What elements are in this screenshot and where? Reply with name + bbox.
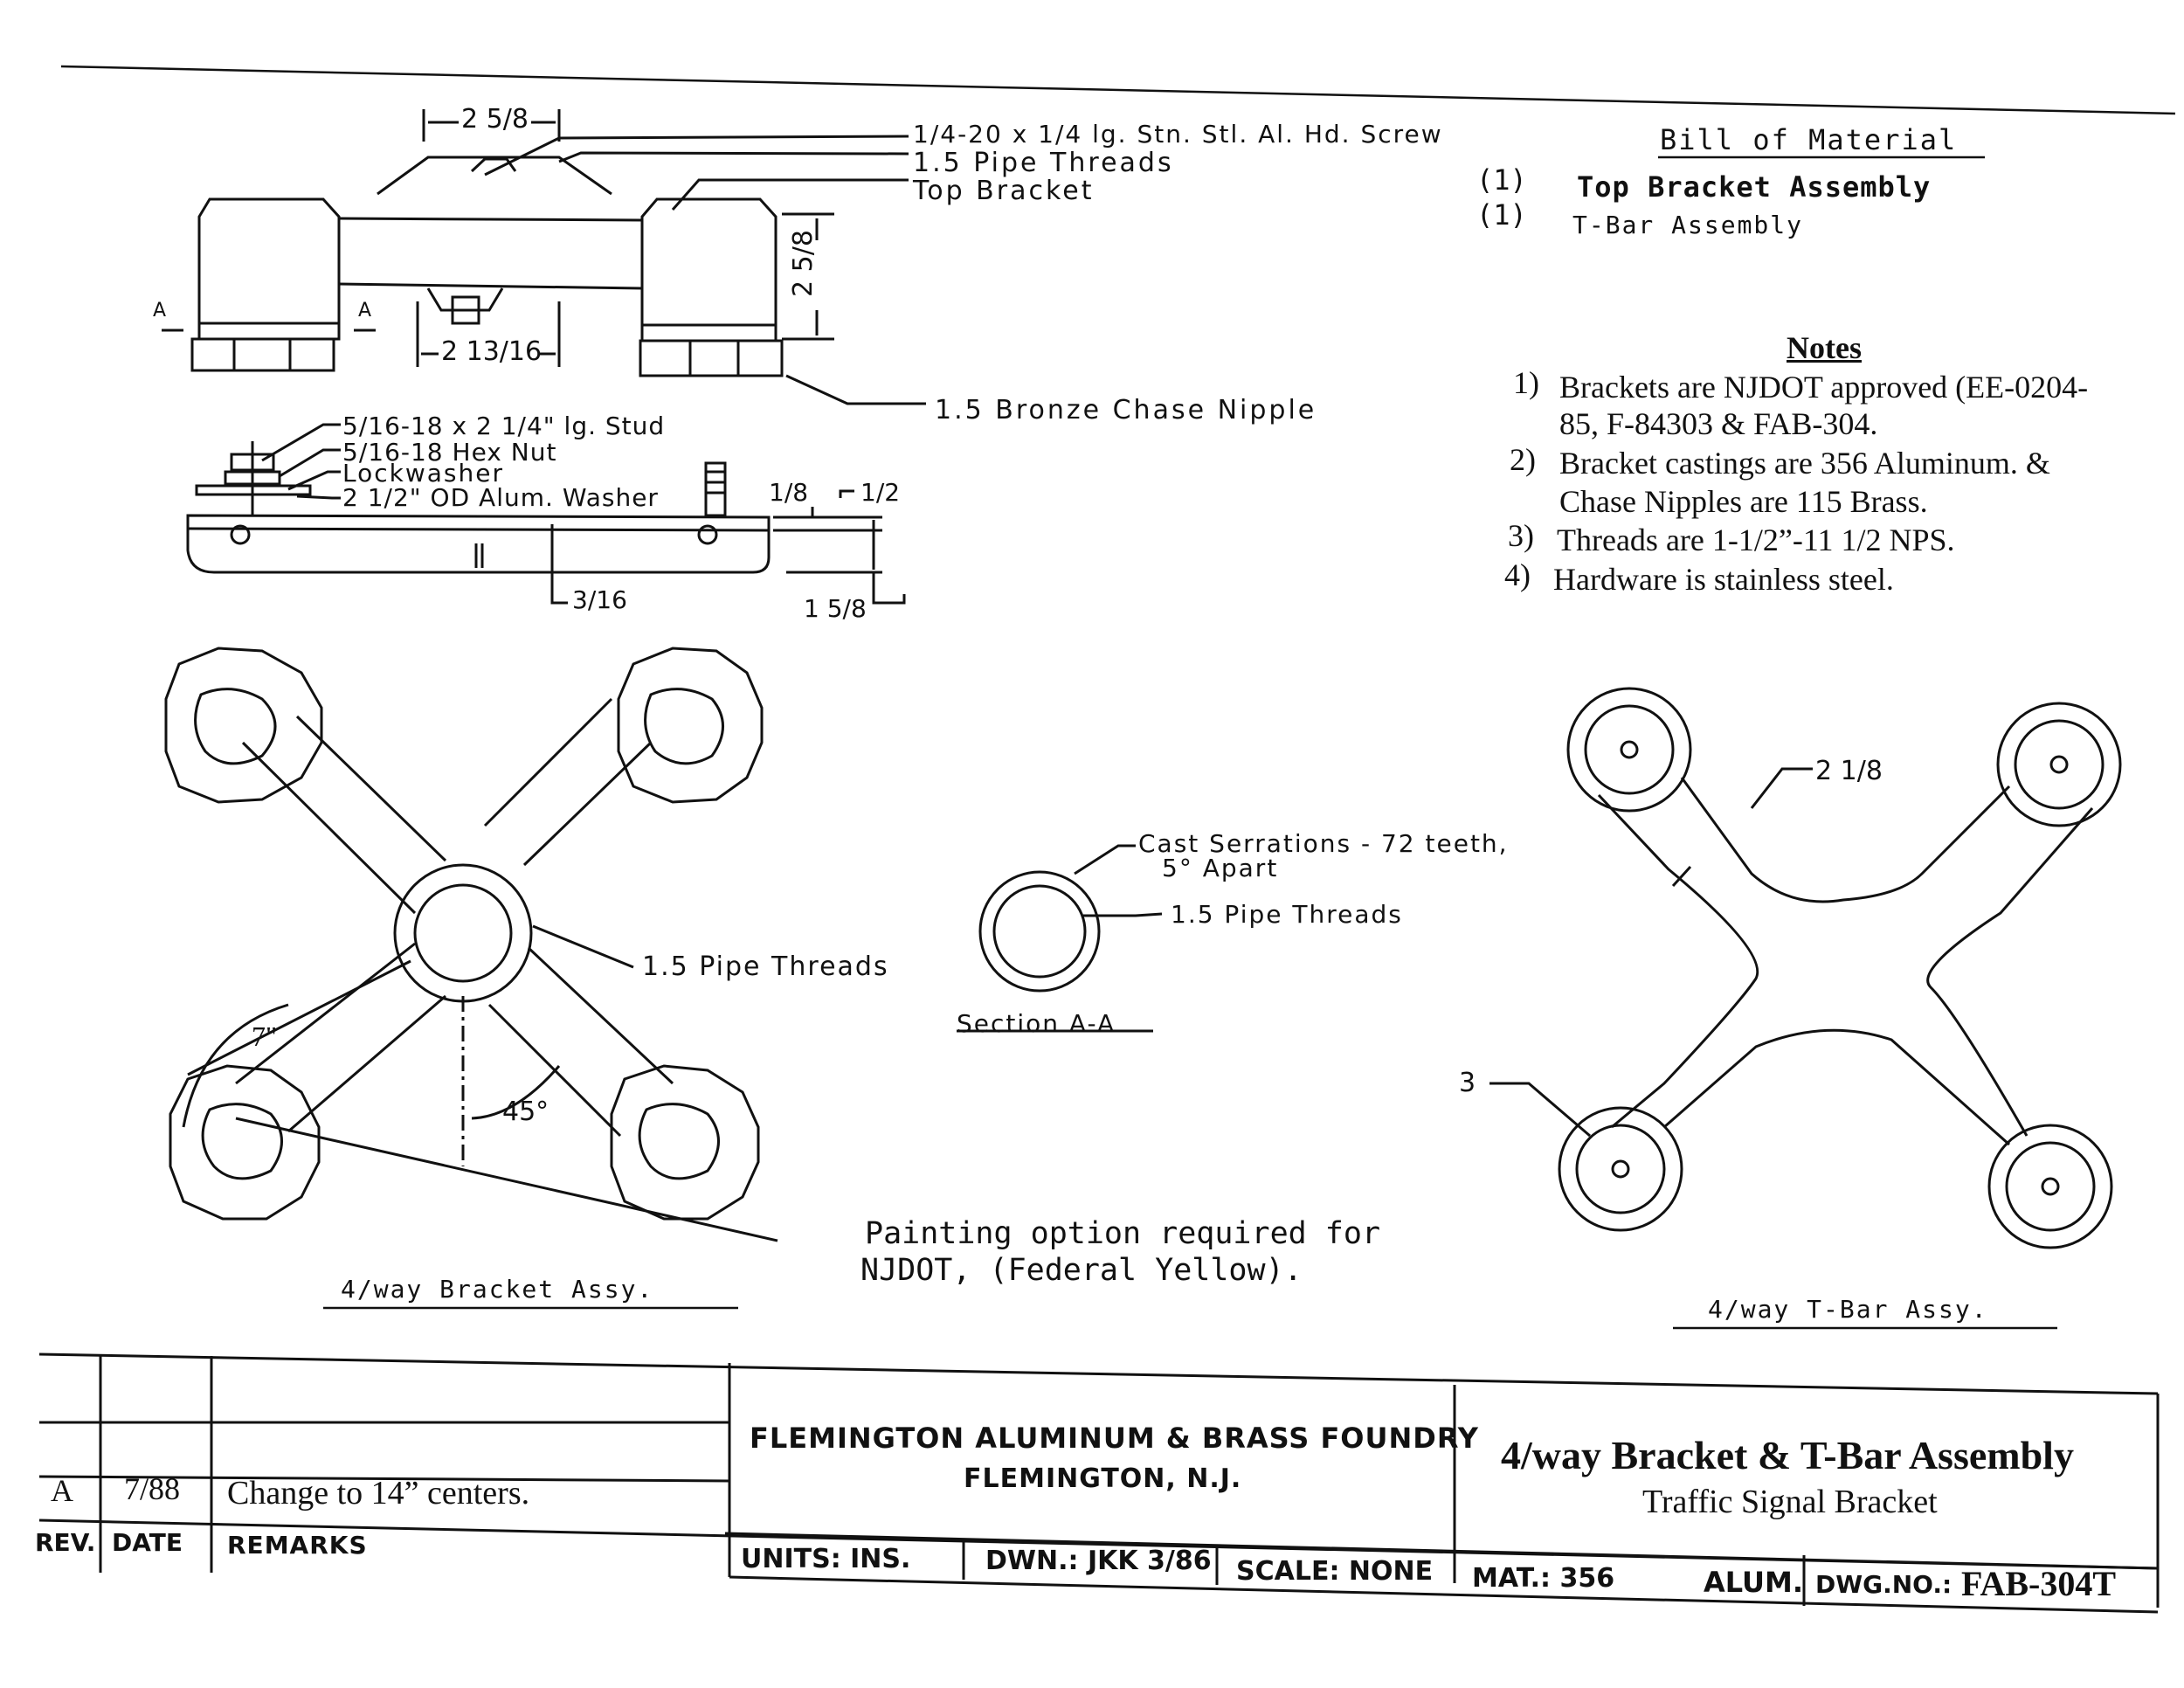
dim-2-5-8-top: 2 5/8: [461, 104, 529, 135]
plan-pipe-threads-label: 1.5 Pipe Threads: [642, 951, 889, 982]
four-way-bracket-plan: [164, 647, 1163, 1242]
drawing-title: 4/way Bracket & T-Bar Assembly: [1501, 1433, 2074, 1477]
scale-field: SCALE: NONE: [1236, 1556, 1434, 1587]
revision-remarks: Change to 14” centers.: [227, 1475, 530, 1512]
section-pipe-threads-label: 1.5 Pipe Threads: [1171, 900, 1403, 929]
top-bracket-callout: Top Bracket: [913, 176, 1095, 206]
lockwasher-callout: Lockwasher: [342, 459, 504, 488]
tbar-assy-title: 4/way T-Bar Assy.: [1708, 1295, 1988, 1324]
revision-date: 7/88: [124, 1471, 181, 1506]
note-4-line1: Hardware is stainless steel.: [1553, 562, 1894, 597]
bom-qty-2: (1): [1476, 198, 1527, 232]
dim-2-5-8-side: 2 5/8: [788, 230, 819, 297]
serrations-label: Cast Serrations - 72 teeth,: [1138, 829, 1509, 858]
hex-nut-callout: 5/16-18 Hex Nut: [342, 438, 557, 467]
top-bracket-elevation: [162, 109, 926, 405]
base-plate-elevation: [186, 423, 906, 605]
note-1-line2: 85, F-84303 & FAB-304.: [1559, 406, 1878, 441]
bom-title: Bill of Material: [1660, 123, 1958, 156]
notes-title: Notes: [1787, 330, 1862, 365]
remarks-header: REMARKS: [227, 1531, 368, 1560]
note-2-num: 2): [1510, 442, 1536, 477]
dwg-no-value: FAB-304T: [1961, 1564, 2117, 1603]
stud-callout: 5/16-18 x 2 1/4" lg. Stud: [342, 412, 666, 440]
section-a-a-title: Section A-A: [957, 1009, 1116, 1038]
section-marker-left: A: [153, 300, 167, 322]
dim-7-inch: 7": [252, 1020, 278, 1052]
pipe-threads-callout: 1.5 Pipe Threads: [913, 148, 1174, 178]
note-1-line1: Brackets are NJDOT approved (EE-0204-: [1559, 370, 2089, 405]
bom-item-2: T-Bar Assembly: [1572, 211, 1804, 239]
dim-3: 3: [1459, 1068, 1476, 1098]
note-3-num: 3): [1508, 518, 1534, 553]
dim-45-deg: 45°: [502, 1097, 549, 1127]
dim-3-16: 3/16: [572, 585, 627, 614]
title-block-frame: [38, 1352, 2160, 1614]
painting-note-2: NJDOT, (Federal Yellow).: [860, 1253, 1303, 1288]
dwg-no-label: DWG.NO.:: [1815, 1570, 1952, 1599]
units-field: UNITS: INS.: [741, 1544, 911, 1574]
company-name: FLEMINGTON ALUMINUM & BRASS FOUNDRY: [750, 1422, 1479, 1455]
dim-2-1-8: 2 1/8: [1815, 756, 1883, 786]
painting-note-1: Painting option required for: [865, 1216, 1381, 1251]
drawn-field: DWN.: JKK 3/86: [985, 1546, 1212, 1576]
bom-qty-1: (1): [1476, 163, 1527, 197]
four-way-tbar-plan: [1489, 687, 2122, 1249]
revision-letter: A: [51, 1473, 73, 1508]
note-2-line2: Chase Nipples are 115 Brass.: [1559, 484, 1928, 519]
section-marker-right: A: [358, 300, 372, 322]
bracket-assy-title: 4/way Bracket Assy.: [341, 1275, 654, 1304]
company-location: FLEMINGTON, N.J.: [964, 1463, 1242, 1494]
note-1-num: 1): [1513, 365, 1539, 400]
material-field: MAT.: 356: [1472, 1563, 1615, 1594]
dim-1-2: 1/2: [860, 478, 901, 507]
chase-nipple-callout: 1.5 Bronze Chase Nipple: [935, 395, 1317, 425]
bom-item-1: Top Bracket Assembly: [1577, 170, 1932, 204]
washer-callout: 2 1/2" OD Alum. Washer: [342, 483, 659, 512]
drawing-subtitle: Traffic Signal Bracket: [1642, 1484, 1938, 1520]
note-4-num: 4): [1504, 557, 1531, 592]
date-header: DATE: [112, 1528, 183, 1557]
serrations-label-2: 5° Apart: [1162, 854, 1279, 882]
dim-1-8: 1/8: [769, 478, 809, 507]
screw-callout: 1/4-20 x 1/4 lg. Stn. Stl. Al. Hd. Screw: [913, 120, 1443, 149]
note-3-line1: Threads are 1-1/2”-11 1/2 NPS.: [1557, 522, 1955, 557]
note-2-line1: Bracket castings are 356 Aluminum. &: [1559, 446, 2050, 481]
rev-header: REV.: [35, 1528, 96, 1557]
alum-field: ALUM.: [1704, 1566, 1803, 1599]
dim-1-5-8: 1 5/8: [804, 594, 867, 623]
dim-2-13-16: 2 13/16: [441, 336, 543, 367]
